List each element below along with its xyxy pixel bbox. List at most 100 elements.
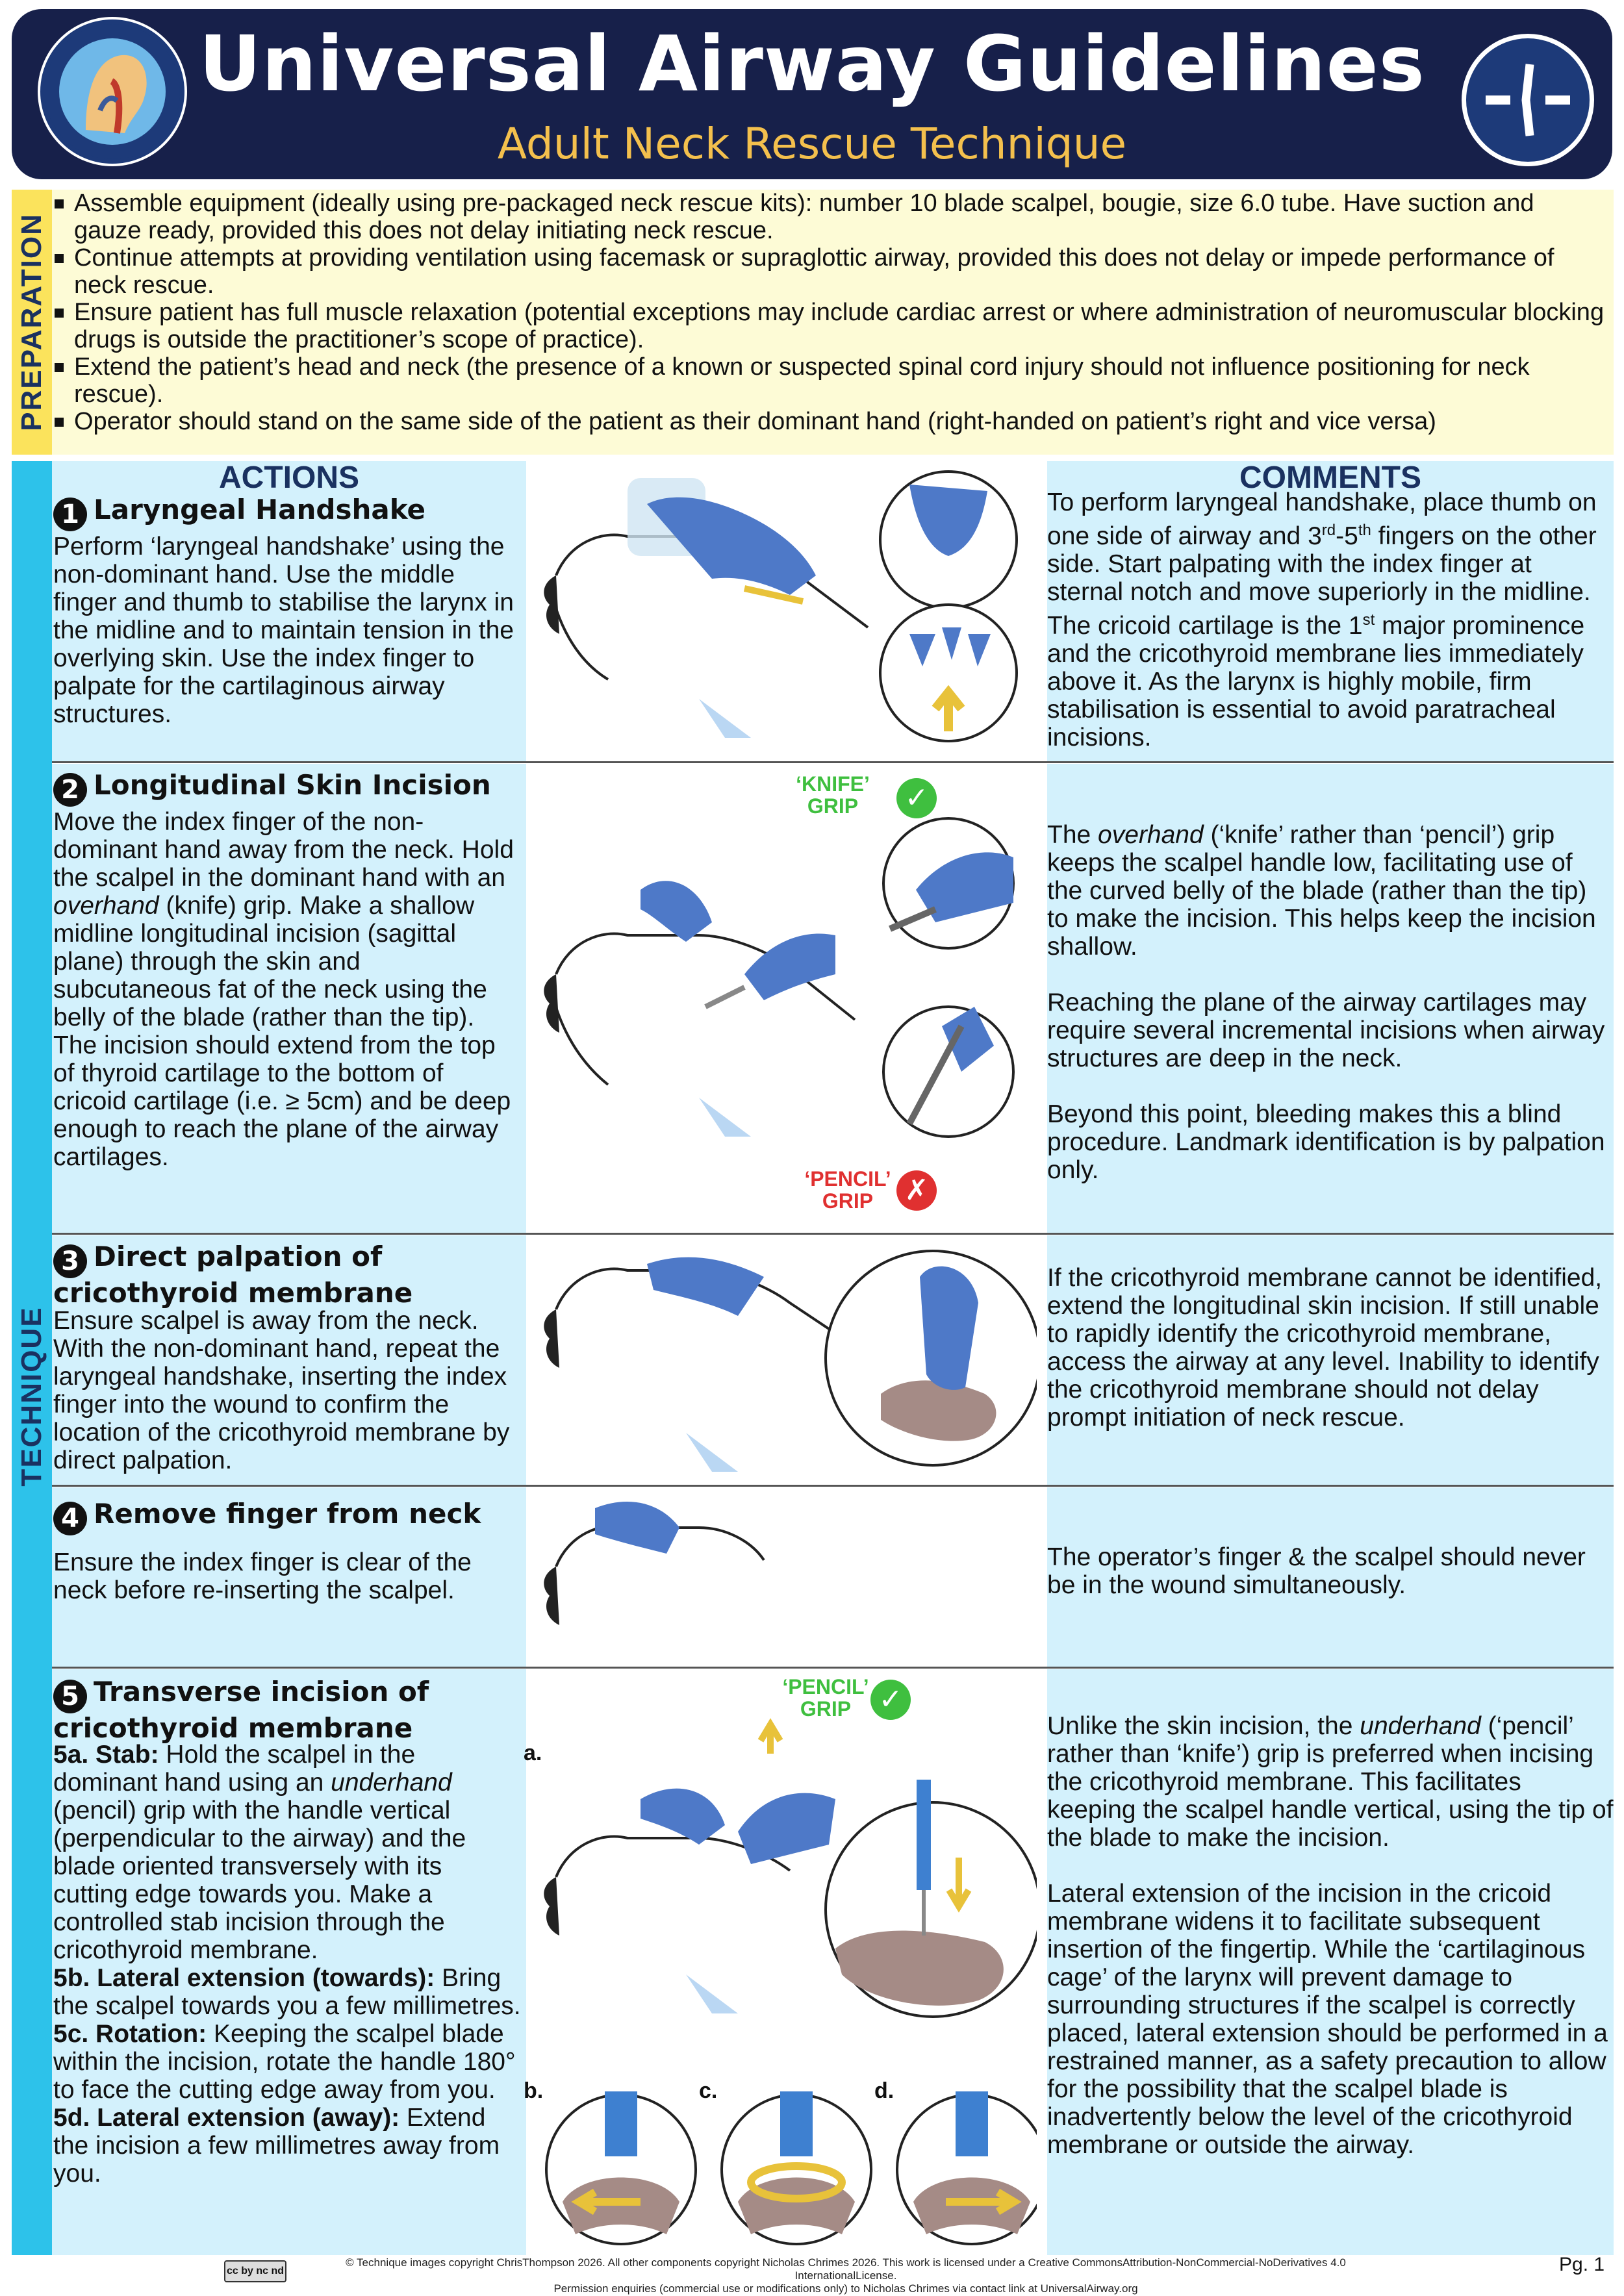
substep-label: 5d. Lateral extension (away):	[53, 2104, 400, 2132]
knife-grip-label: ‘KNIFE’ GRIP	[796, 772, 870, 818]
step-3-illustration	[544, 1250, 1037, 1472]
step-title-text: Remove finger from neck	[94, 1498, 481, 1530]
step-divider	[52, 761, 1614, 763]
check-icon: ✓	[896, 778, 937, 818]
preparation-item: Ensure patient has full muscle relaxatio…	[52, 299, 1608, 353]
step-3-action: Ensure scalpel is away from the neck. Wi…	[53, 1307, 510, 1474]
preparation-item: Assemble equipment (ideally using pre-pa…	[52, 190, 1608, 244]
panel-label-d: d.	[874, 2078, 894, 2103]
page-number: Pg. 1	[1559, 2254, 1605, 2275]
technique-tab	[12, 461, 52, 2255]
larynx-palpation-detail-icon	[879, 470, 1018, 742]
text-run: Move the index finger of the non-dominan…	[53, 808, 514, 892]
comment-paragraph: Unlike the skin incision, the underhand …	[1047, 1712, 1614, 1852]
panel-label-b: b.	[524, 2078, 544, 2103]
comments-panel	[1047, 764, 1614, 1233]
text-run: Unlike the skin incision, the	[1047, 1712, 1360, 1740]
step-4-illustration	[544, 1502, 765, 1625]
step-number: 3	[53, 1244, 87, 1278]
panel-label-c: c.	[699, 2078, 718, 2103]
emphasis: overhand	[53, 892, 159, 920]
check-icon: ✓	[870, 1680, 911, 1720]
preparation-tab	[12, 190, 52, 455]
step-number: 4	[53, 1502, 87, 1535]
page-subtitle: Adult Neck Rescue Technique	[497, 119, 1127, 169]
step-number: 1	[53, 498, 87, 531]
comment-paragraph: Reaching the plane of the airway cartila…	[1047, 989, 1605, 1072]
text-run: Bring the scalpel towards you a few mill…	[53, 1964, 521, 2020]
actions-heading: ACTIONS	[219, 460, 359, 495]
footer-line: Permission enquiries (commercial use or …	[553, 2282, 1138, 2295]
emphasis: underhand	[331, 1769, 452, 1797]
actions-panel	[52, 764, 526, 1233]
panel-d-detail-icon	[896, 2091, 1037, 2245]
step-title-text: Laryngeal Handshake	[94, 494, 425, 525]
comments-panel	[1047, 1487, 1614, 1667]
preparation-item: Operator should stand on the same side o…	[52, 408, 1608, 435]
substep-label: 5a. Stab:	[53, 1741, 159, 1769]
step-2-illustration	[544, 881, 856, 1137]
preparation-item: Extend the patient’s head and neck (the …	[52, 353, 1608, 408]
preparation-section	[12, 190, 1614, 455]
step-5a-illustration	[544, 1718, 1037, 2018]
emphasis: underhand	[1360, 1712, 1481, 1740]
preparation-item: Continue attempts at providing ventilati…	[52, 244, 1608, 299]
step-3-comment: If the cricothyroid membrane cannot be i…	[1047, 1264, 1603, 1432]
step-4-action: Ensure the index finger is clear of the …	[53, 1548, 472, 1604]
text-run: (pencil) grip with the handle vertical (…	[53, 1797, 466, 1964]
step-title-text: Direct palpation of cricothyroid membran…	[53, 1241, 413, 1309]
preparation-label: PREPARATION	[16, 213, 47, 431]
step-title-text: Longitudinal Skin Incision	[94, 769, 491, 801]
step-number: 2	[53, 773, 87, 807]
step-4-comment: The operator’s finger & the scalpel shou…	[1047, 1543, 1586, 1599]
step-title-text: Transverse incision of cricothyroid memb…	[53, 1676, 429, 1744]
comments-panel	[1047, 1235, 1614, 1485]
substep-5c: 5c. Rotation: Keeping the scalpel blade …	[53, 2020, 524, 2104]
project-logo-icon	[38, 17, 187, 166]
step-1-comment: To perform laryngeal handshake, place th…	[1047, 488, 1597, 751]
actions-panel	[52, 1669, 526, 2255]
footer-copyright: © Technique images copyright ChrisThomps…	[294, 2256, 1398, 2295]
step-2-action: Move the index finger of the non-dominan…	[53, 808, 524, 1171]
text-run: Keeping the scalpel blade within the inc…	[53, 2020, 516, 2104]
page-title: Universal Airway Guidelines	[199, 19, 1425, 108]
neck-rescue-emblem-icon	[1462, 34, 1594, 166]
grip-comparison-icon	[882, 817, 1015, 1138]
preparation-list: Assemble equipment (ideally using pre-pa…	[52, 190, 1608, 435]
actions-panel	[52, 461, 526, 761]
text-run: The	[1047, 821, 1098, 849]
step-5-action: 5a. Stab: Hold the scalpel in the domina…	[53, 1741, 524, 2188]
actions-panel	[52, 1487, 526, 1667]
footer-line: © Technique images copyright ChrisThomps…	[346, 2256, 1346, 2282]
pencil-grip-label: ‘PENCIL’ GRIP	[804, 1167, 891, 1213]
substep-5d: 5d. Lateral extension (away): Extend the…	[53, 2104, 524, 2188]
technique-label: TECHNIQUE	[16, 1306, 47, 1487]
substep-5b: 5b. Lateral extension (towards): Bring t…	[53, 1964, 524, 2020]
text-run: Hold the scalpel in the dominant hand us…	[53, 1741, 416, 1797]
step-number: 5	[53, 1680, 87, 1713]
step-1-action: Perform ‘laryngeal handshake’ using the …	[53, 533, 514, 728]
substep-5a: 5a. Stab: Hold the scalpel in the domina…	[53, 1741, 524, 1964]
text-run: (‘pencil’ rather than ‘knife’) grip is p…	[1047, 1712, 1614, 1852]
text-run: Extend the incision a few millimetres aw…	[53, 2104, 500, 2188]
cross-icon: ✗	[896, 1170, 937, 1211]
panel-b-detail-icon	[545, 2091, 697, 2245]
substep-label: 5c. Rotation:	[53, 2020, 207, 2048]
comment-paragraph: Lateral extension of the incision in the…	[1047, 1880, 1608, 2159]
step-1-illustration	[544, 478, 869, 738]
step-divider	[52, 1233, 1614, 1235]
pencil-grip-label: ‘PENCIL’ GRIP	[782, 1675, 869, 1721]
text-run: (knife) grip. Make a shallow midline lon…	[53, 892, 511, 1171]
comments-panel	[1047, 1669, 1614, 2255]
header-banner: Universal Airway Guidelines Adult Neck R…	[12, 9, 1612, 179]
panel-c-detail-icon	[720, 2091, 872, 2245]
step-divider	[52, 1485, 1614, 1487]
step-divider	[52, 1667, 1614, 1669]
text-run: (‘knife’ rather than ‘pencil’) grip keep…	[1047, 821, 1596, 961]
actions-panel	[52, 1235, 526, 1485]
